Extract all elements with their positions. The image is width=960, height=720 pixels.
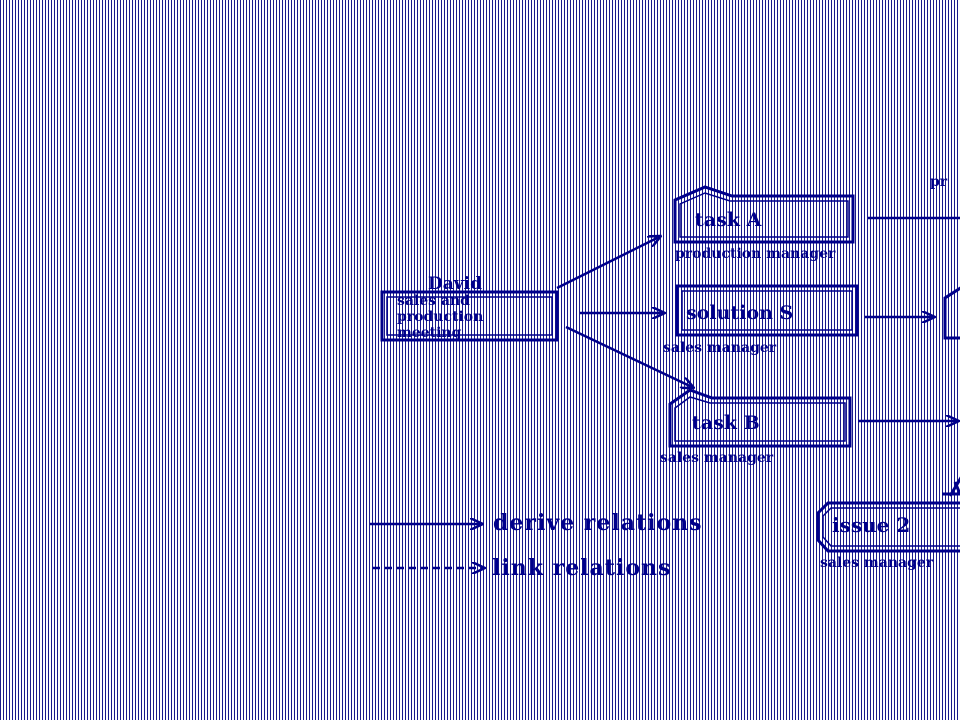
task-a-owner: production manager <box>675 246 836 262</box>
meeting-box-inner <box>386 296 553 336</box>
meeting-label-line1: sales and <box>397 293 470 309</box>
issue-2-label: issue 2 <box>832 513 910 537</box>
top-right-partial-text: pr <box>930 174 948 190</box>
solution-s-label: solution S <box>686 302 793 324</box>
issue-2-owner: sales manager <box>820 555 934 571</box>
task-a-label: task A <box>695 209 762 231</box>
solution-s-node: solution S sales manager <box>663 284 859 356</box>
task-a-box-inner <box>679 192 849 238</box>
legend-link-label: link relations <box>492 555 671 581</box>
right-edge-box <box>943 286 960 340</box>
task-a-box <box>673 185 855 244</box>
task-b-owner: sales manager <box>660 450 774 466</box>
task-b-node: task B sales manager <box>660 388 852 466</box>
meeting-label-line3: meeting <box>397 325 462 341</box>
arrow-meeting-to-task-a <box>556 236 661 290</box>
arrow-meeting-to-task-b <box>565 325 694 388</box>
task-a-node: task A production manager <box>673 185 855 262</box>
task-b-box-inner <box>674 396 846 442</box>
meeting-node: David sales and production meeting <box>380 274 559 342</box>
solution-s-box <box>675 284 859 337</box>
legend: derive relations link relations <box>370 510 703 581</box>
issue-2-node: issue 2 sales manager <box>816 501 960 571</box>
meeting-person-label: David <box>428 274 482 294</box>
solution-s-owner: sales manager <box>663 340 777 356</box>
issue-2-box <box>816 501 960 553</box>
task-b-label: task B <box>692 412 760 434</box>
task-b-box <box>668 388 852 448</box>
meeting-label-line2: production <box>397 309 483 325</box>
legend-derive-label: derive relations <box>493 510 703 536</box>
right-edge-node <box>943 286 960 340</box>
arrow-to-issue-2-head <box>942 481 960 496</box>
meeting-box <box>380 290 559 342</box>
issue-2-box-inner <box>822 507 960 547</box>
solution-s-box-inner <box>681 290 853 331</box>
